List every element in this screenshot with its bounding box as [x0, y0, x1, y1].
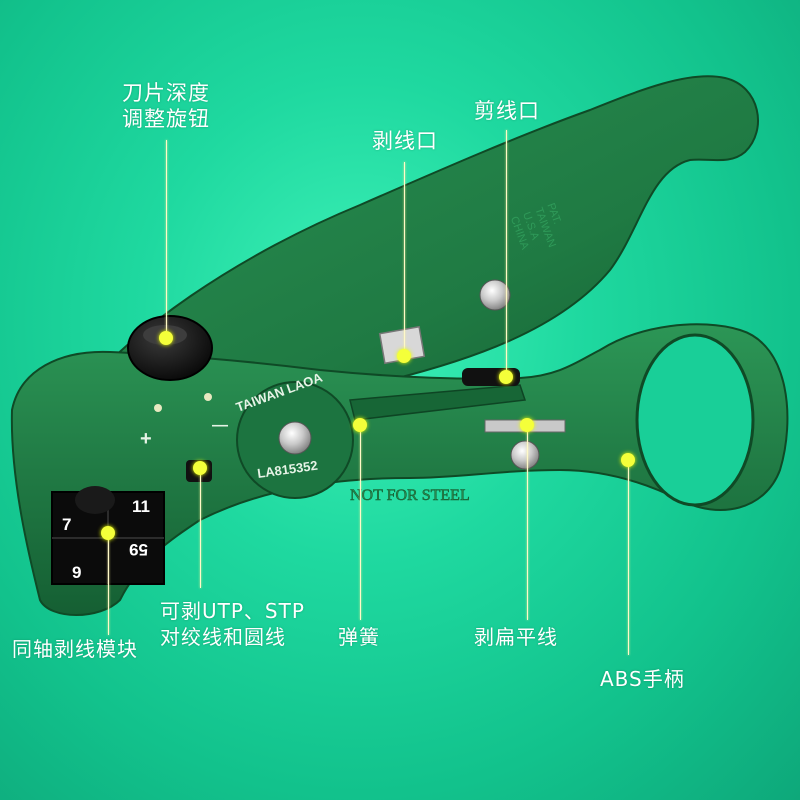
marker-dot-strip-port	[397, 349, 411, 363]
marker-dot-blade-knob	[159, 331, 173, 345]
leader-line	[628, 460, 629, 655]
leader-line	[200, 468, 201, 588]
leader-line	[166, 140, 167, 338]
adjust-knob-icon	[127, 315, 213, 381]
leader-line	[108, 533, 109, 635]
marker-dot-utp-stp	[193, 461, 207, 475]
marker-dot-cut-port	[499, 370, 513, 384]
screw-icon	[479, 279, 511, 311]
label-coax-module: 同轴剥线模块	[12, 637, 138, 661]
label-flat-wire: 剥扁平线	[474, 625, 558, 649]
size-7: 7	[62, 515, 71, 534]
upper-lever	[58, 75, 759, 432]
marker-dot-flat-wire	[520, 418, 534, 432]
label-utp-stp: 可剥UTP、STP 对绞线和圆线	[160, 599, 305, 649]
label-strip-port: 剥线口	[372, 129, 438, 153]
label-spring: 弹簧	[338, 625, 380, 649]
adjust-plus-marking: +	[140, 428, 152, 450]
strip-channel	[349, 384, 527, 421]
label-abs-handle: ABS手柄	[600, 667, 685, 691]
label-blade-depth-knob: 刀片深度 调整旋钮	[122, 81, 210, 131]
marker-dot-abs-handle	[621, 453, 635, 467]
leader-line	[506, 130, 507, 375]
indicator-dot	[154, 404, 162, 412]
handle-ring-hole	[635, 333, 755, 507]
adjust-minus-marking: —	[212, 417, 228, 434]
marker-dot-coax	[101, 526, 115, 540]
pivot-hub	[236, 381, 354, 499]
warning-marking: NOT FOR STEEL	[350, 487, 470, 504]
size-59: 59	[129, 540, 148, 559]
indicator-dot	[204, 393, 212, 401]
leader-line	[527, 425, 528, 620]
label-cut-port: 剪线口	[474, 99, 540, 123]
leader-line	[360, 425, 361, 620]
leader-line	[404, 162, 405, 356]
screw-icon	[510, 440, 540, 470]
size-11: 11	[132, 497, 150, 516]
size-9: 9	[72, 563, 81, 582]
marker-dot-spring	[353, 418, 367, 432]
